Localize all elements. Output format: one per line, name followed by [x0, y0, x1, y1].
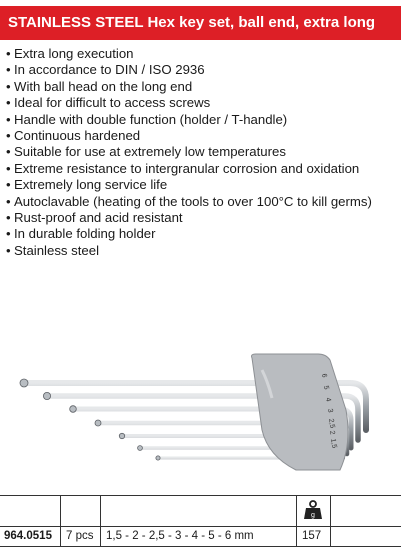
holder-label: 6	[320, 373, 328, 378]
feature-item: •Ideal for difficult to access screws	[6, 95, 211, 111]
holder-label: 4	[324, 397, 332, 402]
spec-header-row	[0, 495, 401, 527]
column-divider	[100, 495, 101, 546]
feature-item: •Stainless steel	[6, 242, 100, 258]
ball-ends	[19, 378, 161, 461]
svg-text:g: g	[311, 512, 315, 519]
feature-item: •Extreme resistance to intergranular cor…	[6, 160, 360, 176]
weight-value: 157	[302, 530, 322, 542]
spec-data-row	[0, 526, 401, 547]
column-divider	[330, 495, 331, 546]
holder-label: 2,5	[327, 418, 336, 429]
feature-item: •Autoclavable (heating of the tools to o…	[6, 193, 372, 209]
holder-size-labels: 6 5 4 3 2,5 2 1,5	[320, 373, 338, 449]
feature-item: •Extra long execution	[6, 46, 134, 61]
feature-item: •Rust-proof and acid resistant	[6, 210, 183, 226]
column-divider	[296, 495, 297, 546]
feature-item: •Continuous hardened	[6, 128, 141, 144]
holder-highlight	[260, 369, 274, 399]
holder-label: 1,5	[329, 438, 338, 449]
title-bar: STAINLESS STEEL Hex key set, ball end, e…	[0, 6, 401, 40]
feature-item: •Suitable for use at extremely low tempe…	[6, 144, 286, 160]
feature-item: •In durable folding holder	[6, 226, 156, 242]
holder-label: 2	[328, 430, 336, 435]
feature-item: •Extremely long service life	[6, 177, 168, 193]
article-number: 964.0515	[4, 530, 52, 542]
folding-holder	[251, 353, 349, 471]
weight-icon: g	[304, 500, 322, 519]
size-range: 1,5 - 2 - 2,5 - 3 - 4 - 5 - 6 mm	[106, 530, 254, 542]
piece-count: 7 pcs	[66, 530, 94, 542]
column-divider	[60, 495, 61, 546]
feature-list: •Extra long execution •In accordance to …	[6, 46, 372, 259]
spec-table: g 964.0515 7 pcs 1,5 - 2 - 2,5 - 3 - 4 -…	[0, 495, 401, 555]
feature-item: •In accordance to DIN / ISO 2936	[6, 62, 205, 78]
feature-item: •Handle with double function (holder / T…	[6, 111, 288, 127]
holder-label: 3	[326, 408, 334, 413]
product-title: STAINLESS STEEL Hex key set, ball end, e…	[8, 14, 376, 31]
hex-key-set-image: 6 5 4 3 2,5 2 1,5	[19, 353, 369, 471]
holder-label: 5	[322, 385, 330, 390]
feature-item: •With ball head on the long end	[6, 78, 193, 94]
